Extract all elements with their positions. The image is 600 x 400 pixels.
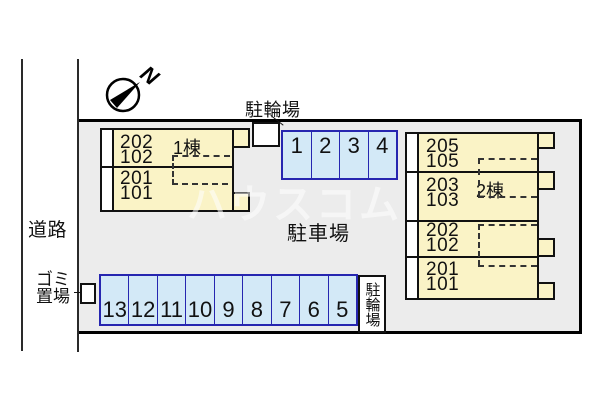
building2-entry-tab-3 [539,238,555,257]
bicycle-parking-top-label: 駐輪場 [245,100,301,120]
building2-stair-path-b-top [478,224,537,226]
parking-space-1: 1 [290,133,303,158]
parking-lot-label: 駐車場 [287,223,350,245]
building2-entry-tab-4 [539,282,555,300]
building2-unit-divider-3 [405,256,539,258]
building2-unit-divider-1 [405,171,539,173]
bicycle-parking-top-box [252,122,280,147]
road-edge-line-outer [21,59,23,351]
compass-north-icon: N [105,62,165,113]
garbage-area-box [80,283,96,304]
compass-n-letter: N [136,62,165,91]
parking-row-bottom: 13 12 11 10 9 8 7 6 5 [99,274,358,326]
parking-space-6: 6 [299,276,327,324]
parking-space-8: 8 [242,276,270,324]
parking-space-4: 4 [367,132,397,178]
garbage-area-leader-line [74,292,81,293]
building2-entry-tab-2 [539,171,555,190]
parking-space-10: 10 [185,276,213,324]
bicycle-parking-bottom-box: 駐輪場 [358,275,386,333]
parking-space-7: 7 [270,276,299,324]
building2-stair-path-b-vertical [478,224,480,266]
parking-space-5: 5 [327,276,356,324]
parking-space-9: 9 [213,276,242,324]
building1-stair-path-bottom [172,183,228,185]
building2-stair-path-b-bottom [478,265,537,267]
building2-stair-path-a-vertical [478,158,480,197]
building1-unit-divider [100,166,234,168]
building2-stair-path-a-top [478,158,537,160]
building1-name: 1棟 [173,138,202,158]
road-label: 道路 [28,220,68,241]
building2-stair-path-a-bottom [478,196,537,198]
parking-space-3: 3 [339,132,368,178]
building1-entry-tab-bottom [234,192,250,212]
building2-name: 2棟 [476,181,505,201]
road-edge-line-inner [77,59,79,352]
parking-space-12: 12 [128,276,156,324]
building1-stair-path-vertical [172,155,174,185]
garbage-area-label: ゴミ 置場 [36,270,70,306]
parking-space-13: 13 [102,297,127,322]
building1-entry-tab-top [234,128,250,148]
building1-stair-path-top [172,155,230,157]
building2-unit-divider-2 [405,220,539,222]
parking-space-11: 11 [156,276,185,324]
parking-row-top: 1 2 3 4 [281,130,398,180]
building2-entry-tab-1 [539,132,555,149]
parking-space-2: 2 [310,132,340,178]
